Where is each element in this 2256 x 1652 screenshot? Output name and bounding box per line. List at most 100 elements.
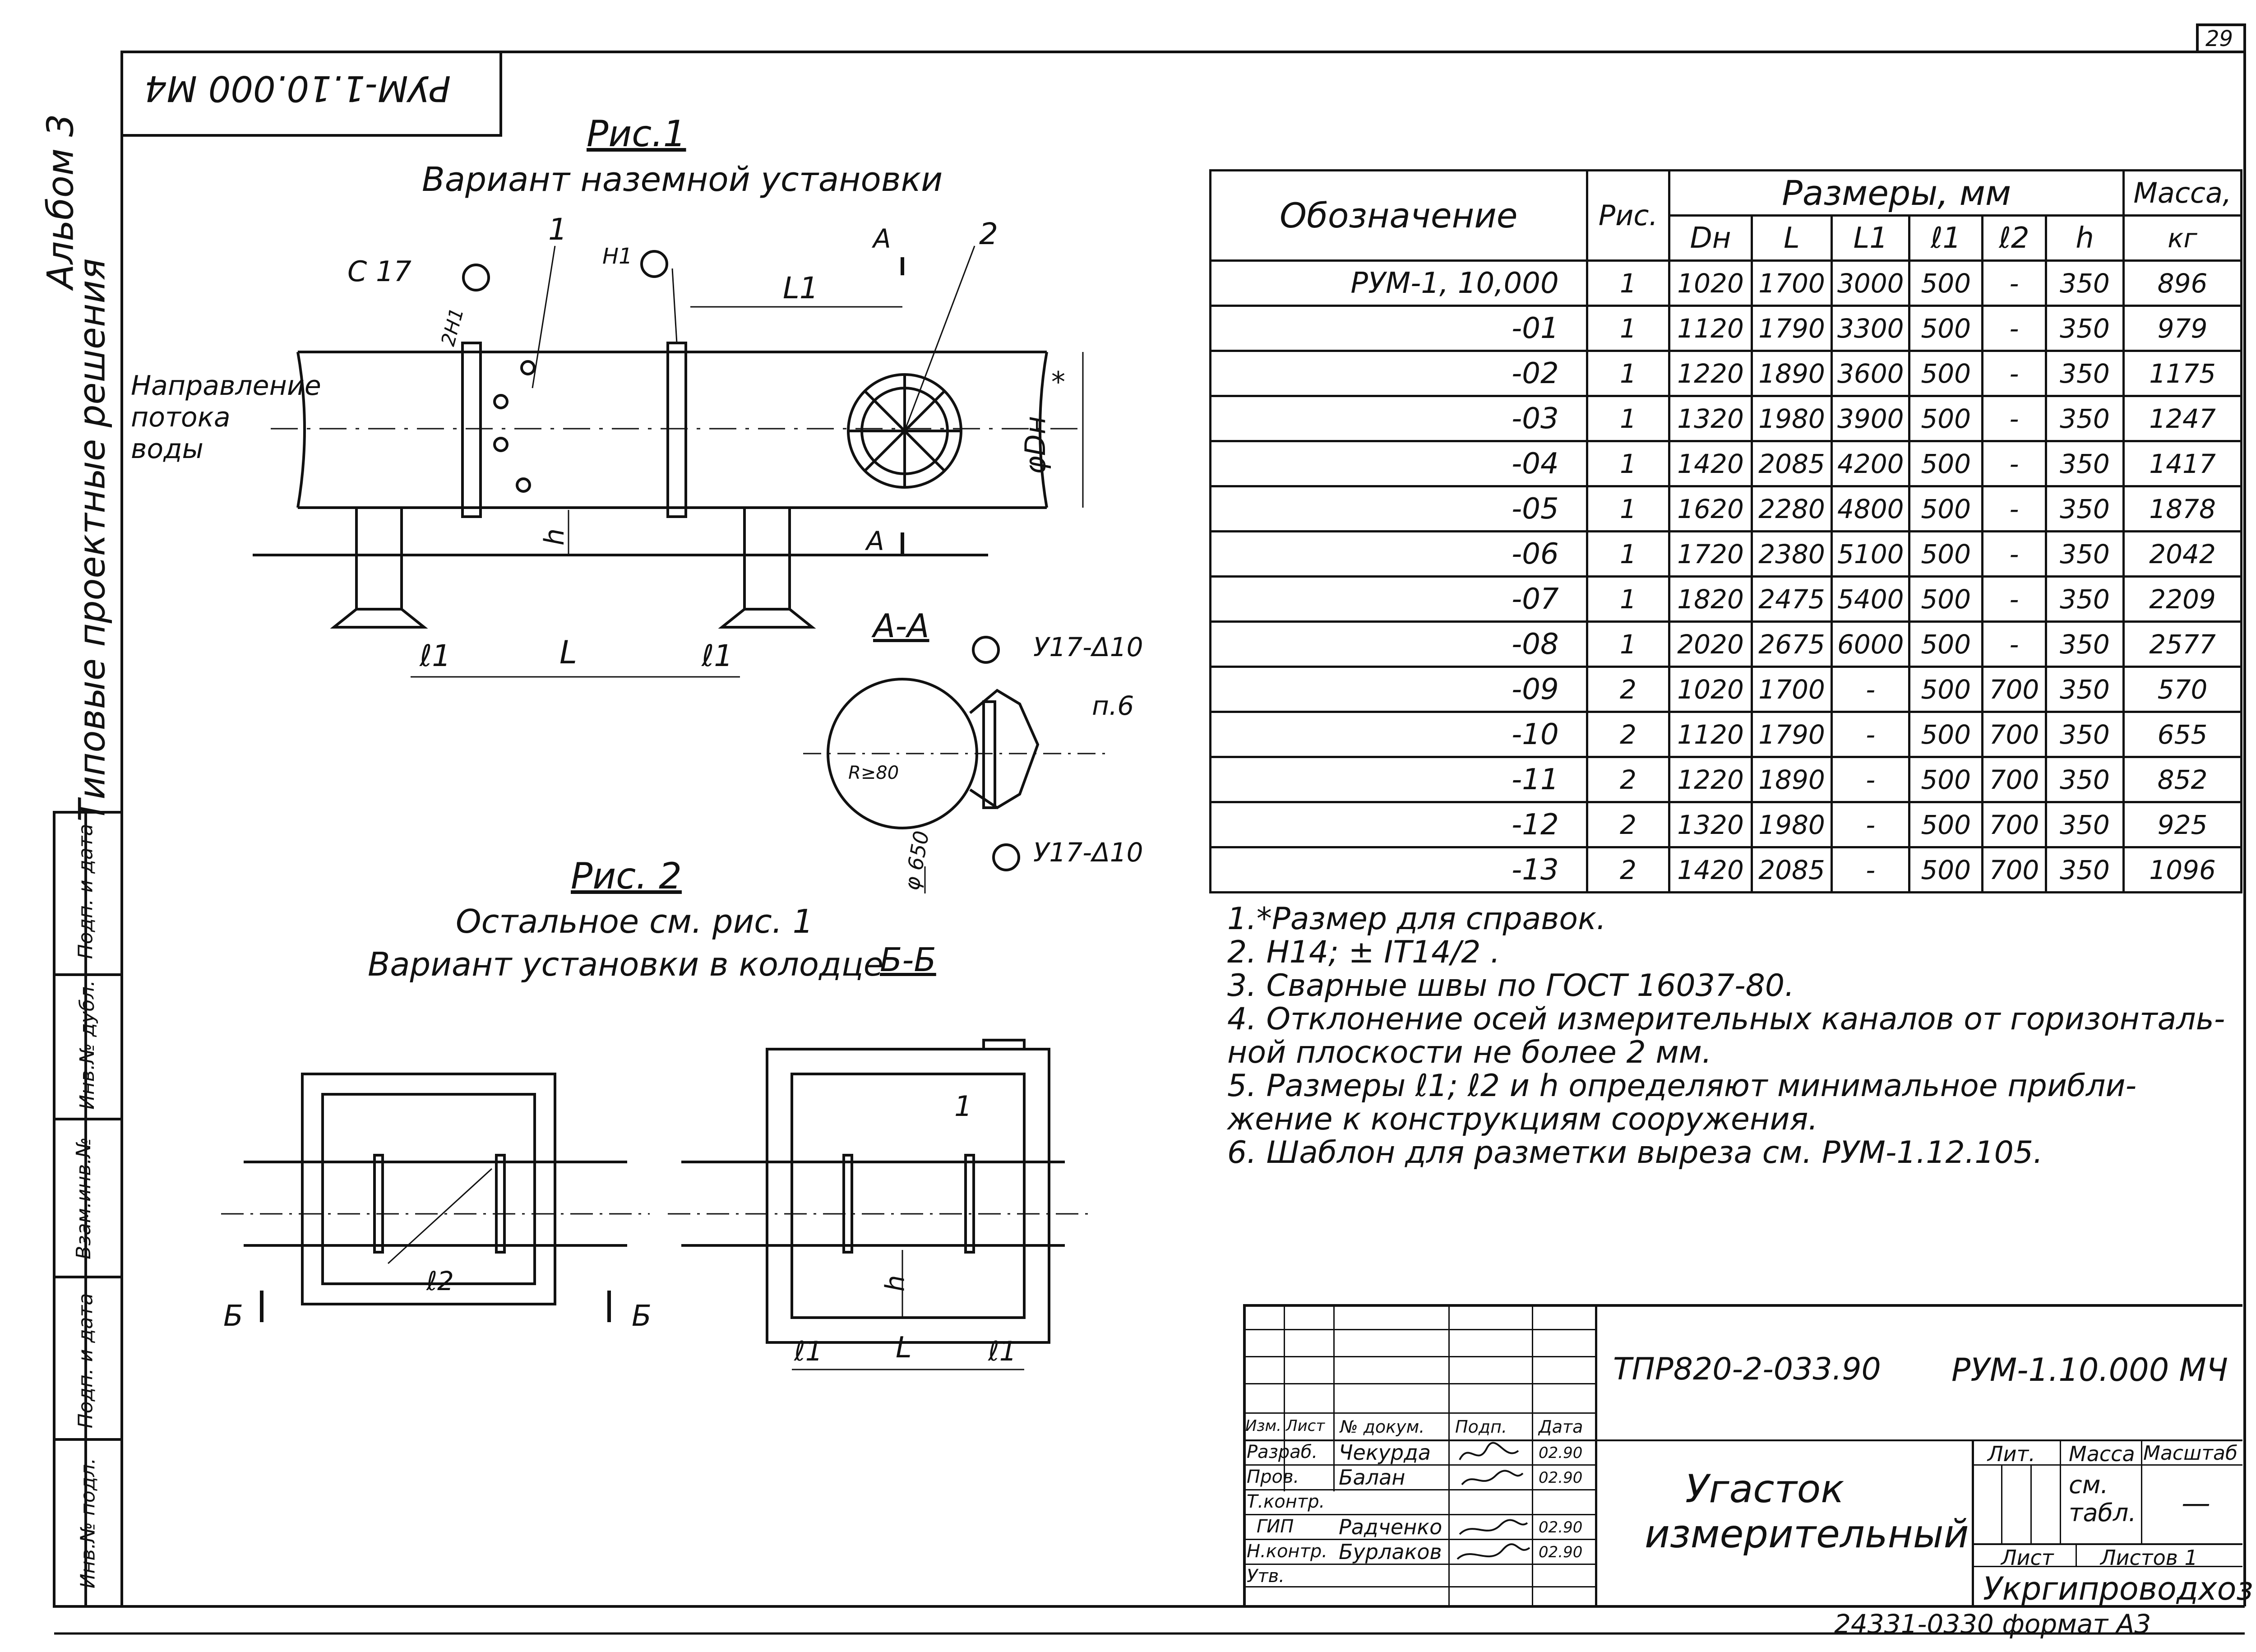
table-cell: -	[1981, 305, 2047, 352]
figure2-line2: Вариант установки в колодце	[368, 945, 884, 983]
note-5b: жение к конструкциям сооружения.	[1227, 1101, 1818, 1137]
table-cell: 500	[1908, 801, 1984, 848]
table-cell: -	[1831, 801, 1911, 848]
side-field-orig-inv: Инв.№ подл.	[76, 1458, 100, 1589]
figure1-subtitle: Вариант наземной установки	[422, 160, 943, 199]
note-4a: 4. Отклонение осей измерительных каналов…	[1227, 1001, 2225, 1037]
date-checker: 02.90	[1539, 1469, 1583, 1487]
row-designation: -08	[1209, 620, 1588, 668]
side-field-dup-inv: Инв.№ дубл.	[76, 980, 99, 1110]
table-cell: 1	[1586, 530, 1671, 578]
table-cell: 350	[2044, 485, 2125, 532]
table-cell: 1820	[1668, 575, 1753, 623]
table-cell: 700	[1981, 801, 2047, 848]
col-header-change: Изм.	[1245, 1417, 1281, 1435]
table-cell: 1	[1586, 350, 1671, 397]
table-cell: 350	[2044, 666, 2125, 713]
header-mass: Масса,	[2122, 169, 2242, 217]
figure2-title: Рис. 2	[571, 855, 682, 897]
role-approved: Утв.	[1247, 1566, 1285, 1587]
name-chief-engineer: Радченко	[1339, 1515, 1442, 1539]
section-aa-label-weld-top: У17-Δ10	[1033, 632, 1143, 662]
table-cell: 2	[1586, 756, 1671, 803]
row-designation: -13	[1209, 846, 1588, 893]
label-L1: L1	[783, 271, 818, 305]
table-cell: 350	[2044, 395, 2125, 442]
row-designation: -12	[1209, 801, 1588, 848]
subheader-L: L	[1750, 214, 1833, 262]
plan-label-b-right: Б	[632, 1300, 652, 1333]
date-norm-control: 02.90	[1539, 1543, 1583, 1561]
table-cell: 1700	[1750, 666, 1833, 713]
table-cell: 1096	[2122, 846, 2242, 893]
table-cell: -	[1831, 666, 1911, 713]
subheader-h: h	[2044, 214, 2125, 262]
row-designation: РУМ-1, 10,000	[1209, 259, 1588, 307]
table-cell: 2	[1586, 711, 1671, 758]
spec-table: Обозначение Рис. Размеры, мм Масса, Dн L…	[1209, 169, 2242, 893]
archive-number: 24331-03	[1834, 1609, 1960, 1639]
table-cell: 2020	[1668, 620, 1753, 668]
table-cell: 1890	[1750, 756, 1833, 803]
table-cell: 1620	[1668, 485, 1753, 532]
label-l1-right: ℓ1	[702, 639, 733, 673]
table-cell: 500	[1908, 530, 1984, 578]
role-norm-control: Н.контр.	[1247, 1541, 1327, 1562]
name-norm-control: Бурлаков	[1339, 1540, 1442, 1564]
subheader-l2: ℓ2	[1981, 214, 2047, 262]
label-section-a-top: А	[873, 223, 891, 254]
table-cell: 1420	[1668, 846, 1753, 893]
table-cell: 1980	[1750, 801, 1833, 848]
table-cell: 1020	[1668, 259, 1753, 307]
table-cell: 500	[1908, 756, 1984, 803]
table-cell: 700	[1981, 756, 2047, 803]
table-cell: 1	[1586, 620, 1671, 668]
row-designation: -09	[1209, 666, 1588, 713]
date-chief-engineer: 02.90	[1539, 1518, 1583, 1536]
table-cell: 1	[1586, 395, 1671, 442]
label-pos1: 1	[548, 212, 567, 247]
page-number: 29	[2205, 26, 2233, 51]
note-5a: 5. Размеры ℓ1; ℓ2 и h определяют минимал…	[1227, 1068, 2137, 1104]
table-cell: 500	[1908, 485, 1984, 532]
col-header-date: Дата	[1539, 1417, 1583, 1437]
bb-label-h: h	[879, 1275, 911, 1292]
table-cell: 1	[1586, 440, 1671, 487]
row-designation: -10	[1209, 711, 1588, 758]
header-designation: Обозначение	[1209, 169, 1588, 262]
table-cell: 1890	[1750, 350, 1833, 397]
table-cell: 570	[2122, 666, 2242, 713]
plan-label-b-left: Б	[223, 1300, 243, 1333]
table-cell: 500	[1908, 440, 1984, 487]
note-6: 6. Шаблон для разметки выреза см. РУМ-1.…	[1227, 1135, 2043, 1171]
table-cell: 1320	[1668, 395, 1753, 442]
table-cell: 1420	[1668, 440, 1753, 487]
role-chief-engineer: ГИП	[1257, 1516, 1294, 1537]
sheets-label: Листов 1	[2100, 1546, 2198, 1570]
row-designation: -06	[1209, 530, 1588, 578]
doc-code: РУМ-1.10.000 МЧ	[1951, 1351, 2228, 1388]
bb-label-pos1: 1	[954, 1090, 972, 1123]
bb-label-l1-left: ℓ1	[794, 1336, 823, 1367]
note-2: 2. Н14; ± IT14/2 .	[1227, 935, 1500, 970]
table-cell: 500	[1908, 620, 1984, 668]
mass-value: см. табл.	[2069, 1471, 2136, 1527]
table-cell: 5400	[1831, 575, 1911, 623]
row-designation: -04	[1209, 440, 1588, 487]
row-designation: -05	[1209, 485, 1588, 532]
sheet-label: Лист	[2001, 1546, 2054, 1570]
table-cell: 1790	[1750, 305, 1833, 352]
table-cell: 1020	[1668, 666, 1753, 713]
table-cell: -	[1831, 711, 1911, 758]
table-cell: 2	[1586, 801, 1671, 848]
bb-label-L: L	[896, 1331, 912, 1365]
table-cell: 2085	[1750, 440, 1833, 487]
table-cell: 4200	[1831, 440, 1911, 487]
